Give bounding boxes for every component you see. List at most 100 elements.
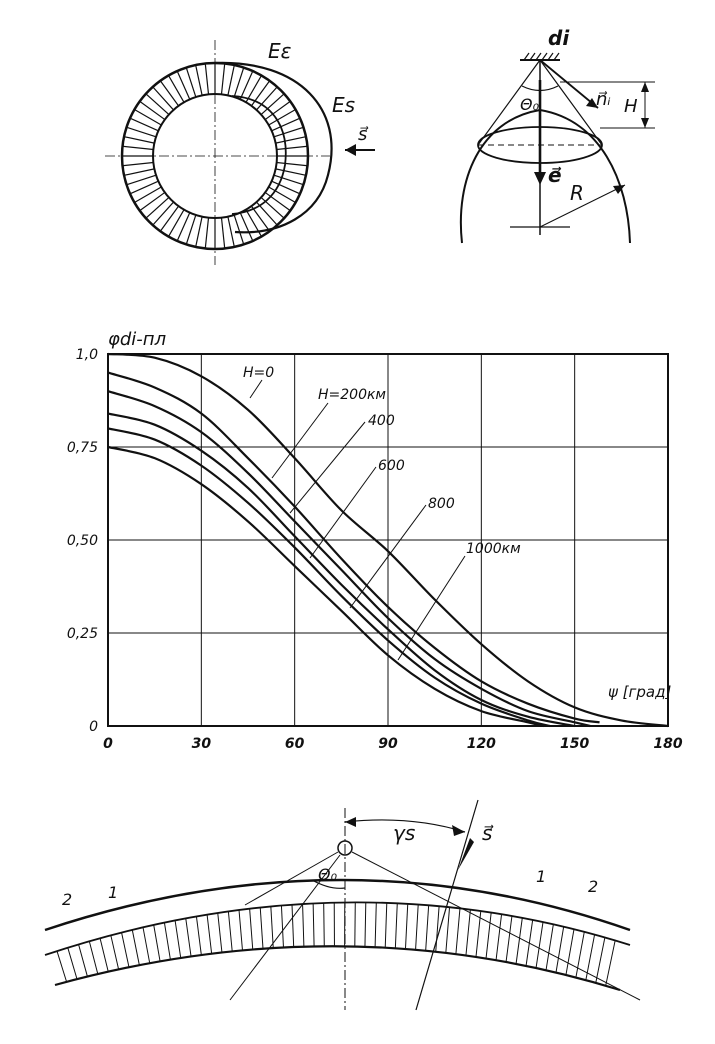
hatch-mark <box>139 100 166 121</box>
vector-e-head <box>534 172 546 185</box>
label-s-bottom: s⃗ <box>482 821 494 845</box>
ring-diagram: Eε Es s⃗ <box>105 39 375 265</box>
solar-ray-head <box>458 838 474 870</box>
hatch-mark <box>167 75 185 103</box>
hatch-mark <box>159 80 180 107</box>
grid-lines <box>108 354 668 726</box>
hatch-mark <box>123 168 155 176</box>
s-arrow-head <box>345 144 356 156</box>
series-label-h0: H=0 <box>243 365 274 381</box>
layer-hatch-mark <box>565 929 575 976</box>
layer-hatch-mark <box>78 944 88 977</box>
x-axis-label: ψ [град] <box>608 683 671 701</box>
shifted-ring-outer <box>214 61 333 234</box>
layer-hatch-mark <box>605 940 616 986</box>
layer-hatch-mark <box>206 914 213 954</box>
layer-hatch-mark <box>425 905 430 951</box>
layer-hatch-mark <box>110 935 120 970</box>
hatch-mark <box>129 117 159 132</box>
hatch-mark <box>227 216 235 248</box>
tangent-right <box>539 59 603 146</box>
series-label-400: 400 <box>368 413 395 429</box>
ring-hatching <box>122 63 308 249</box>
series-lines <box>107 352 669 728</box>
layer-hatch-mark <box>394 903 398 949</box>
label-h: H <box>624 96 638 117</box>
hatch-mark <box>275 136 307 144</box>
hatch-mark <box>122 161 154 167</box>
hatch-mark <box>273 126 304 138</box>
gamma-arrow-left <box>345 817 356 827</box>
surface-curve <box>54 945 621 992</box>
layer-hatch-mark <box>485 912 492 959</box>
hatch-mark <box>123 136 155 144</box>
layer-hatch-mark <box>249 908 254 950</box>
layer-hatch-mark <box>174 920 182 959</box>
layer-hatch-mark <box>545 924 554 971</box>
hatch-mark <box>245 209 263 237</box>
layer-hatch-mark <box>259 907 264 949</box>
hatch-mark <box>145 93 170 115</box>
hatch-mark <box>275 168 307 176</box>
hatch-mark <box>220 63 226 95</box>
x-tick-label: 180 <box>653 736 682 752</box>
series-line-1 <box>107 371 600 724</box>
hatch-mark <box>276 161 308 167</box>
element-di-hatch <box>523 52 560 61</box>
layer-hatch-mark <box>227 911 233 952</box>
layer-hatch-mark <box>270 906 274 949</box>
hatch-mark <box>233 67 245 98</box>
leader-600 <box>309 466 377 559</box>
label-theta0-top: Θ₀ <box>520 95 540 114</box>
y-axis-label: φdi-пл <box>108 329 166 350</box>
layer-hatch-mark <box>291 904 295 948</box>
label-curve1-right: 1 <box>536 867 546 886</box>
leader-1000 <box>397 555 466 661</box>
hatch-mark <box>204 63 210 95</box>
layer-hatch-mark <box>312 903 315 947</box>
series-label-1000: 1000км <box>466 541 521 557</box>
layer-hatch-mark <box>595 937 606 983</box>
layer-hatch-mark <box>535 921 544 969</box>
hatch-mark <box>271 180 301 195</box>
y-tick-label: 0,50 <box>67 533 98 549</box>
layer-hatch-mark <box>455 908 461 955</box>
x-tick-label: 30 <box>192 736 212 752</box>
hatch-mark <box>245 75 263 103</box>
layer-hatch-mark <box>163 922 171 960</box>
gamma-arrow-right <box>452 825 465 836</box>
layer-hatch-mark <box>185 918 192 957</box>
hatch-mark <box>159 205 180 232</box>
leader-h200 <box>271 402 329 479</box>
layer-hatch-mark <box>323 902 325 947</box>
hatch-mark <box>152 86 174 111</box>
hatch-mark <box>122 145 154 151</box>
series-line-5 <box>107 445 544 728</box>
layer-hatch-mark <box>435 906 440 952</box>
hatch-mark <box>129 180 159 195</box>
h-arrow-bottom <box>641 118 649 128</box>
hatch-mark <box>126 126 157 138</box>
layer-hatch-mark <box>153 924 161 962</box>
normal-n <box>539 59 599 109</box>
label-s-left: s⃗ <box>358 124 369 145</box>
y-tick-label: 0,25 <box>67 626 98 642</box>
hatch-mark <box>134 108 162 126</box>
leader-800 <box>349 504 427 609</box>
hatch-mark <box>139 191 166 212</box>
layer-hatching <box>56 902 616 986</box>
label-curve2-left: 2 <box>62 890 72 909</box>
hatch-mark <box>250 205 271 232</box>
leader-h0 <box>249 379 263 399</box>
observer-point <box>337 840 353 856</box>
hatch-mark <box>276 145 308 151</box>
label-e-s: Es <box>332 93 355 117</box>
label-di: di <box>548 26 570 50</box>
hatch-mark <box>227 64 235 96</box>
curve-1 <box>44 901 631 956</box>
layer-hatch-mark <box>302 903 305 947</box>
layer-hatch-mark <box>515 917 523 964</box>
radius-arrow <box>613 185 625 194</box>
layer-hatch-mark <box>56 950 68 983</box>
